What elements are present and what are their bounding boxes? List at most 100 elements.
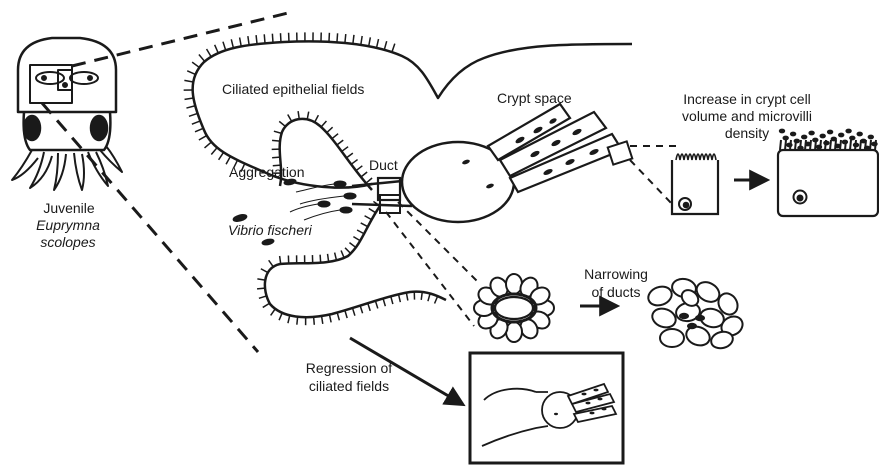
cilium-tick [264, 34, 265, 43]
label-increase-line2: volume and microvilli [662, 108, 832, 125]
cilium-tick [231, 39, 233, 48]
cilium-tick [368, 303, 370, 311]
cilium-tick [375, 301, 377, 309]
cilium-tick [369, 37, 371, 46]
cilium-tick [185, 98, 194, 99]
cilium-tick [280, 256, 281, 264]
label-vibrio: Vibrio fischeri [228, 222, 312, 239]
cilium-tick [383, 298, 385, 306]
cilium-tick [392, 44, 395, 53]
cilium-tick [263, 303, 270, 307]
microvillus-stalk [875, 140, 876, 150]
cilium-tick [377, 39, 379, 48]
cilium-tick [223, 42, 226, 51]
cilium-tick [328, 254, 329, 262]
cilium-tick [345, 34, 346, 43]
cilium-tick [297, 317, 298, 325]
cilium-tick [187, 71, 195, 75]
cilium-tick [207, 49, 212, 57]
cilium-tick [279, 121, 285, 126]
label-regression-line1: Regression of [294, 360, 404, 377]
cilium-tick [271, 309, 276, 316]
squid-mantle [18, 38, 116, 112]
cilium-tick [329, 315, 331, 323]
narrowed-duct-cell [660, 329, 684, 347]
label-increase-line1: Increase in crypt cell [662, 91, 832, 108]
label-increase-line3: density [662, 125, 832, 142]
microvillus [868, 135, 874, 140]
narrowed-duct-cell [650, 305, 679, 330]
duct-cross-section-after [646, 277, 746, 351]
duct-nucleus [696, 316, 704, 320]
cilium-tick [353, 237, 360, 241]
microvillus-stalk [865, 140, 866, 150]
label-juvenile: Juvenile [28, 200, 110, 217]
squid-arms [12, 146, 122, 190]
cilium-tick [205, 142, 212, 148]
cilium-tick [298, 111, 299, 119]
cilium-tick [186, 106, 195, 108]
cilium-tick [353, 308, 355, 316]
label-ciliated-fields: Ciliated epithelial fields [222, 81, 364, 98]
cilium-tick [272, 140, 280, 141]
cilium-tick [321, 121, 326, 127]
cilium-tick [195, 128, 203, 131]
cilium-tick [356, 166, 362, 171]
cilium-tick [199, 136, 207, 140]
label-species-line2: scolopes [18, 234, 118, 251]
cilium-tick [279, 313, 282, 320]
cilium-tick [215, 45, 219, 53]
microvillus [857, 132, 863, 137]
microvillus-stalk [855, 140, 856, 150]
duct-nucleus [688, 324, 696, 328]
cilium-tick [288, 114, 292, 121]
cilium-tick [307, 112, 309, 120]
cilium-tick [314, 317, 315, 325]
cilium-tick [192, 121, 200, 124]
microvillus [838, 133, 844, 138]
label-narrowing-line1: Narrowing [576, 266, 656, 283]
cilium-tick [366, 178, 372, 183]
cilium-tick [399, 294, 401, 302]
label-species-line1: Euprymna [18, 217, 118, 234]
cilium-tick [322, 316, 323, 324]
cilium-tick [280, 33, 281, 42]
cilium-tick [335, 253, 337, 261]
cilium-tick [342, 147, 348, 152]
label-aggregation: Aggregation [229, 164, 305, 181]
cilium-tick [337, 313, 339, 321]
cilium-tick [259, 296, 267, 298]
squid-left-eye [24, 116, 40, 140]
cilium-tick [421, 292, 422, 300]
cilium-tick [240, 38, 242, 47]
squid-right-eye [91, 116, 107, 140]
cilium-tick [261, 269, 268, 273]
cilium-tick [256, 35, 257, 44]
cilium-tick [361, 223, 368, 227]
cilium-tick [345, 310, 347, 318]
cilium-tick [315, 115, 319, 122]
squid-illustration [12, 38, 122, 190]
microvillus-stalk [870, 140, 871, 150]
microvillus-stalk [840, 140, 841, 150]
cilium-tick [361, 172, 367, 177]
crypts [488, 104, 632, 192]
cilium-tick [184, 80, 193, 82]
cilium-tick [332, 134, 338, 139]
cilium-tick [219, 152, 224, 160]
duct-cell [506, 274, 522, 294]
microvillus-stalk [845, 140, 846, 150]
cilium-tick [345, 248, 351, 254]
cilium-tick [189, 113, 198, 116]
label-narrowing-line2: of ducts [576, 284, 656, 301]
cilium-tick [349, 243, 355, 248]
cilium-tick [288, 315, 290, 323]
microvillus-stalk [835, 140, 836, 150]
microvillus [845, 129, 851, 134]
cilium-tick [435, 296, 438, 303]
crypt-cell-before [672, 154, 718, 214]
duct-cell [506, 322, 522, 342]
cilium-tick [369, 209, 376, 213]
label-crypt-space: Crypt space [497, 90, 572, 107]
cilium-tick [274, 131, 282, 133]
